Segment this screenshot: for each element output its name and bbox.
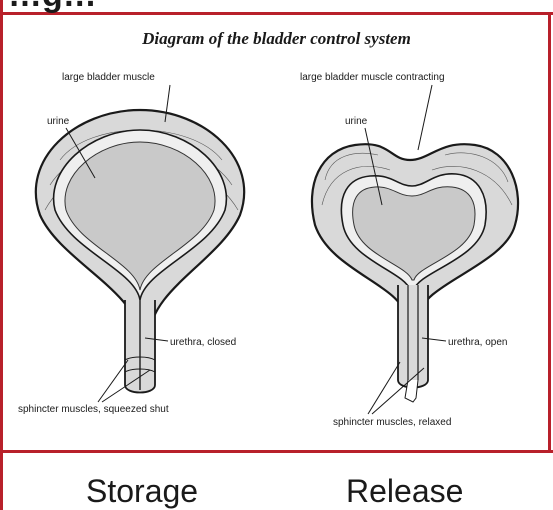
release-label-urine: urine xyxy=(345,116,368,127)
release-bladder xyxy=(312,144,518,402)
storage-label-muscle: large bladder muscle xyxy=(62,72,155,83)
release-caption: Release xyxy=(346,475,463,507)
release-label-sphincter: sphincter muscles, relaxed xyxy=(333,417,451,428)
storage-label-urine: urine xyxy=(47,116,70,127)
release-urethra xyxy=(398,285,428,388)
storage-bladder xyxy=(36,110,244,393)
storage-leader-sphincter-1 xyxy=(98,360,128,402)
bladder-diagram: large bladder muscle urine urethra, clos… xyxy=(0,0,553,460)
storage-caption: Storage xyxy=(86,475,198,507)
release-leader-sphincter-1 xyxy=(368,362,400,414)
release-leader-muscle xyxy=(418,85,432,150)
storage-label-sphincter: sphincter muscles, squeezed shut xyxy=(18,404,169,415)
release-label-urethra: urethra, open xyxy=(448,337,508,348)
storage-label-urethra: urethra, closed xyxy=(170,337,236,348)
release-label-muscle: large bladder muscle contracting xyxy=(300,72,445,83)
